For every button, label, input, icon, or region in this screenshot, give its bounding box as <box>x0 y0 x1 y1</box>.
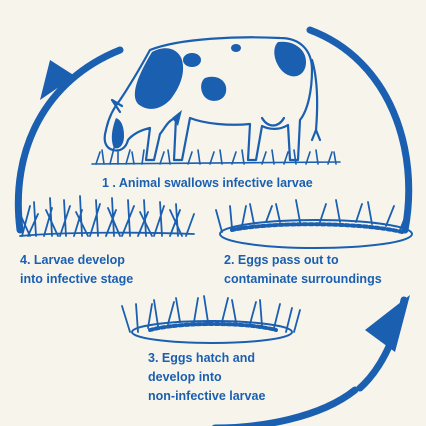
grass-tuft-icon <box>20 196 194 236</box>
step-3-line-1: 3. Eggs hatch and <box>148 349 265 368</box>
step-3-line-3: non-infective larvae <box>148 387 265 406</box>
step-2-line-2: contaminate surroundings <box>224 270 382 289</box>
step-4-line-2: into infective stage <box>20 270 133 289</box>
step-2-line-1: 2. Eggs pass out to <box>224 251 382 270</box>
step-4-label: 4. Larvae develop into infective stage <box>20 251 133 289</box>
cycle-arrow-top-right-icon <box>310 30 409 230</box>
cycle-arrow-bottom-right-icon <box>360 295 410 388</box>
dung-pat-icon <box>216 200 412 248</box>
step-2-label: 2. Eggs pass out to contaminate surround… <box>224 251 382 289</box>
larvae-patch-icon <box>122 296 300 343</box>
pasture-grass-icon <box>92 148 340 164</box>
step-3-line-2: develop into <box>148 368 265 387</box>
step-1-line-1: 1 . Animal swallows infective larvae <box>102 174 313 193</box>
step-4-line-1: 4. Larvae develop <box>20 251 133 270</box>
step-3-label: 3. Eggs hatch and develop into non-infec… <box>148 349 265 406</box>
step-1-label: 1 . Animal swallows infective larvae <box>102 174 313 193</box>
cow-spots-icon <box>112 42 306 149</box>
